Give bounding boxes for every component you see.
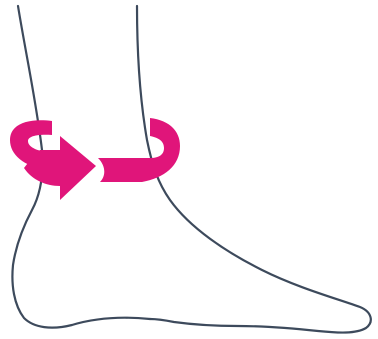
- arrow-head-left: [24, 136, 96, 200]
- leg-front-line: [137, 6, 371, 333]
- circular-arrow-icon: [10, 118, 180, 200]
- arrow-ring-right: [98, 118, 180, 182]
